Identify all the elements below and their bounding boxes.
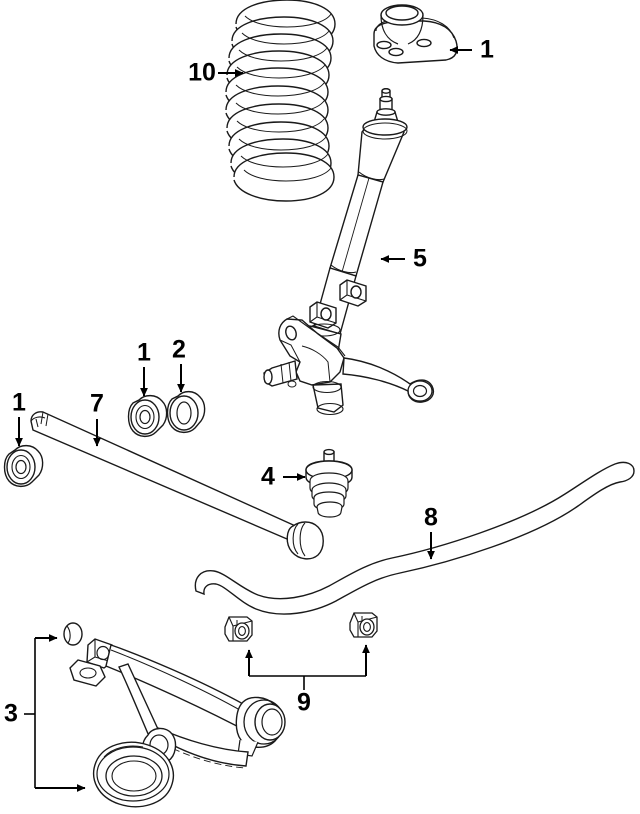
callout-strut-rod-washer: 2 [172, 336, 186, 393]
callout-tension-rod: 7 [90, 390, 104, 447]
callout-label-7: 7 [90, 390, 104, 418]
callout-label-4: 4 [261, 463, 275, 491]
strut-upper-mount [373, 4, 458, 64]
strut-rod-bushing-lower [3, 444, 44, 488]
callout-label-8: 8 [424, 504, 438, 532]
strut-tension-rod [30, 411, 324, 560]
callout-coil-spring: 10 [188, 59, 244, 87]
coil-spring [225, 0, 336, 202]
callout-label-3: 3 [4, 700, 18, 728]
callout-label-1-bushing-lower: 1 [12, 389, 26, 417]
callout-stabilizer-bushings: 9 [245, 644, 370, 717]
stabilizer-bar-bushing-right [349, 612, 378, 638]
callout-label-5: 5 [413, 245, 427, 273]
stabilizer-bar-bushing-left [224, 616, 253, 642]
callout-label-9: 9 [297, 689, 311, 717]
steering-knuckle [263, 315, 435, 416]
strut-rod-washer [166, 390, 206, 434]
lower-control-arm [63, 622, 286, 808]
bump-stop [305, 448, 353, 518]
callout-strut-rod-bushing-lower: 1 [12, 389, 26, 447]
callout-label-2: 2 [172, 336, 186, 364]
callout-label-10: 10 [188, 59, 216, 87]
strut-rod-bushing-upper [127, 394, 168, 438]
callout-bump-stop: 4 [261, 463, 306, 491]
callout-strut: 5 [380, 245, 427, 273]
callout-stabilizer-bar: 8 [424, 504, 438, 560]
callout-strut-rod-bushing-upper: 1 [137, 339, 151, 397]
coil-spring-inner-edges [235, 13, 332, 182]
callout-label-1-bushing-upper: 1 [137, 339, 151, 367]
callout-lower-control-arm: 3 [4, 634, 86, 792]
callout-strut-upper-mount: 1 [449, 36, 494, 64]
callout-label-1-mount: 1 [480, 36, 494, 64]
stabilizer-bar [194, 461, 635, 615]
coil-spring-turns [225, 0, 336, 202]
